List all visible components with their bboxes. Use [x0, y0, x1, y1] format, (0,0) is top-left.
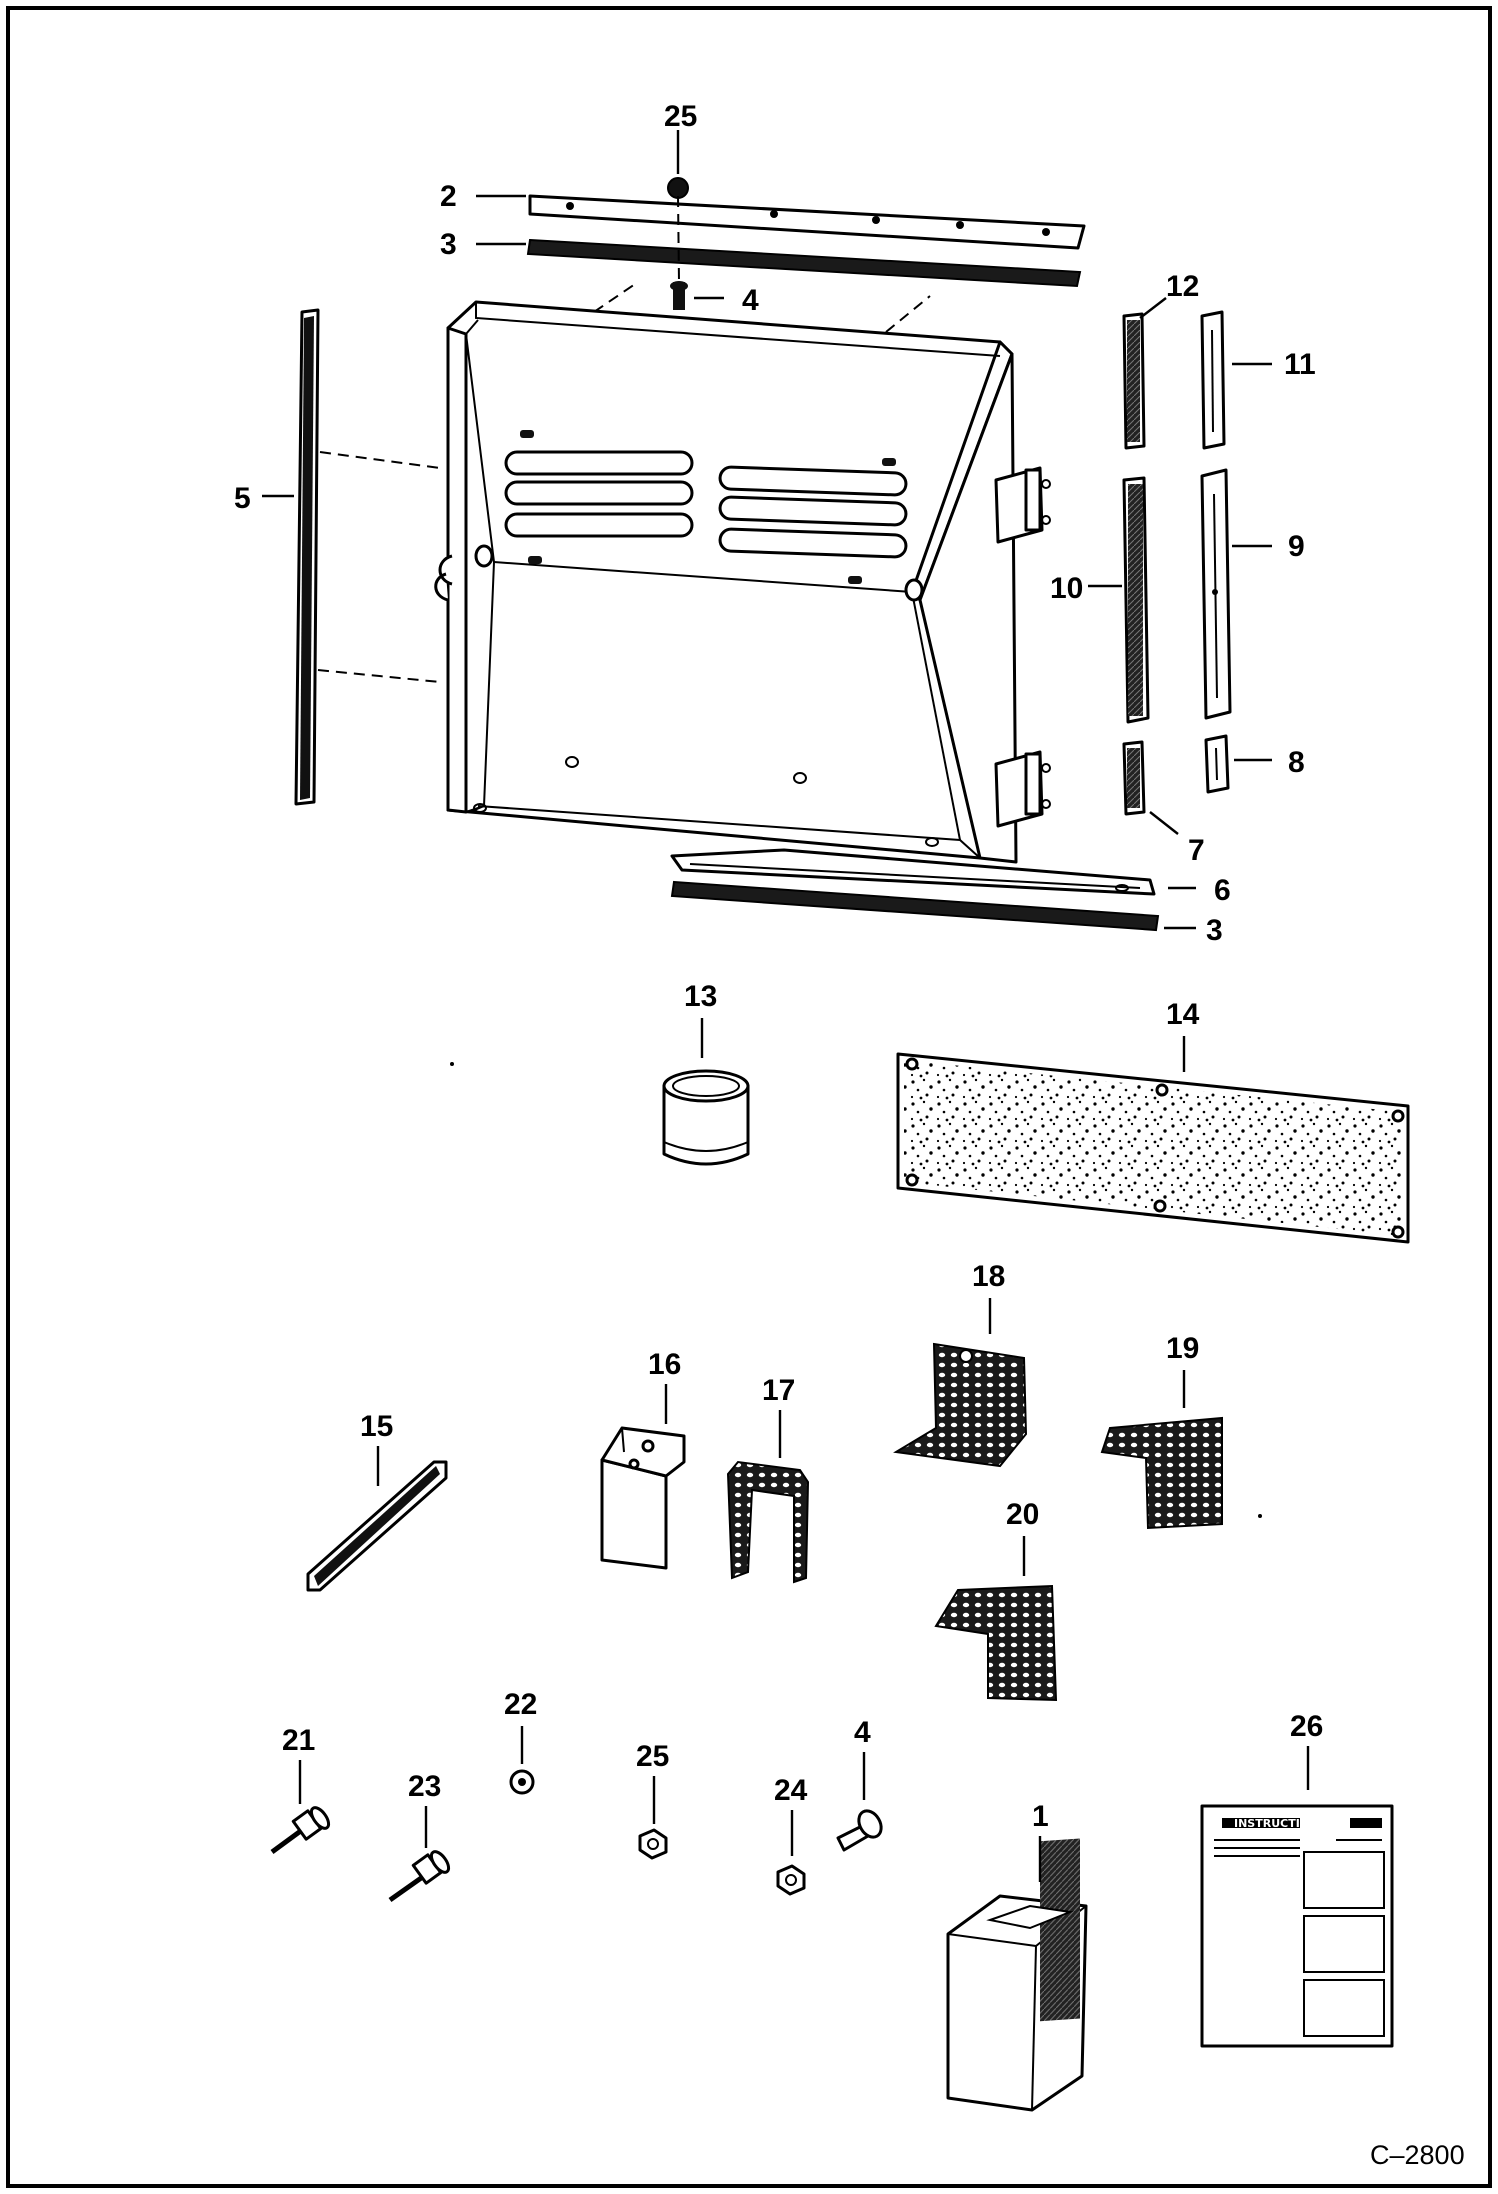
mesh-screen-19	[1100, 1416, 1223, 1530]
upper-mounting-plate	[528, 194, 1086, 250]
rivet-21	[270, 1806, 331, 1855]
callout-24: 24	[774, 1774, 808, 1807]
callout-17: 17	[762, 1374, 795, 1407]
callout-11: 11	[1284, 348, 1316, 381]
channel-8	[1204, 734, 1230, 794]
instruction-sheet: INSTRUCTIONS	[1200, 1804, 1394, 2048]
filter-panel	[896, 1052, 1410, 1244]
callout-3-lower: 3	[1206, 914, 1223, 947]
callout-15: 15	[360, 1410, 393, 1443]
callout-1: 1	[1032, 1800, 1049, 1833]
channel-9	[1200, 468, 1232, 720]
callout-20: 20	[1006, 1498, 1039, 1531]
callout-18: 18	[972, 1260, 1005, 1293]
bolt-4	[836, 1809, 883, 1852]
upper-seal-strip	[526, 238, 1082, 288]
paint-can	[662, 1069, 750, 1166]
bracket-16	[600, 1426, 686, 1570]
lower-seal-strip	[670, 880, 1160, 932]
callout-13: 13	[684, 980, 717, 1013]
callout-16: 16	[648, 1348, 681, 1381]
callout-9: 9	[1288, 530, 1305, 563]
top-bolt	[670, 281, 688, 310]
instruction-sheet-title: INSTRUCTIONS	[1234, 1817, 1326, 1830]
callout-25-top: 25	[664, 100, 697, 133]
page-border	[6, 6, 1492, 2188]
callout-8: 8	[1288, 746, 1305, 779]
left-side-seal	[294, 308, 320, 806]
rivet-23	[388, 1850, 451, 1903]
mesh-screen-20	[934, 1584, 1058, 1702]
callout-14: 14	[1166, 998, 1200, 1031]
seal-10	[1122, 476, 1150, 724]
callout-21: 21	[282, 1724, 315, 1757]
callout-25-loose: 25	[636, 1740, 669, 1773]
seal-strip-15	[306, 1460, 448, 1592]
callout-7: 7	[1188, 834, 1205, 867]
callout-10: 10	[1050, 572, 1083, 605]
kit-box	[946, 1838, 1088, 2112]
washer-22	[509, 1769, 535, 1795]
callout-6: 6	[1214, 874, 1231, 907]
callout-3-upper: 3	[440, 228, 457, 261]
callout-26: 26	[1290, 1710, 1323, 1743]
callout-23: 23	[408, 1770, 441, 1803]
nut-25	[638, 1828, 668, 1860]
callout-12: 12	[1166, 270, 1199, 303]
mesh-screen-18	[893, 1342, 1028, 1468]
seal-12	[1122, 312, 1146, 450]
mesh-channel-17	[726, 1460, 810, 1584]
nut-24	[776, 1864, 806, 1896]
callout-4-top: 4	[742, 284, 759, 317]
seal-7	[1122, 740, 1146, 816]
callout-4-loose: 4	[854, 1716, 871, 1749]
figure-code: C–2800	[1370, 2140, 1465, 2170]
callout-22: 22	[504, 1688, 537, 1721]
main-housing	[434, 300, 1051, 864]
channel-11	[1200, 310, 1226, 450]
top-nut	[667, 177, 689, 199]
callout-5: 5	[234, 482, 251, 515]
callout-19: 19	[1166, 1332, 1199, 1365]
callout-2: 2	[440, 180, 457, 213]
lower-mounting-plate	[670, 848, 1156, 896]
